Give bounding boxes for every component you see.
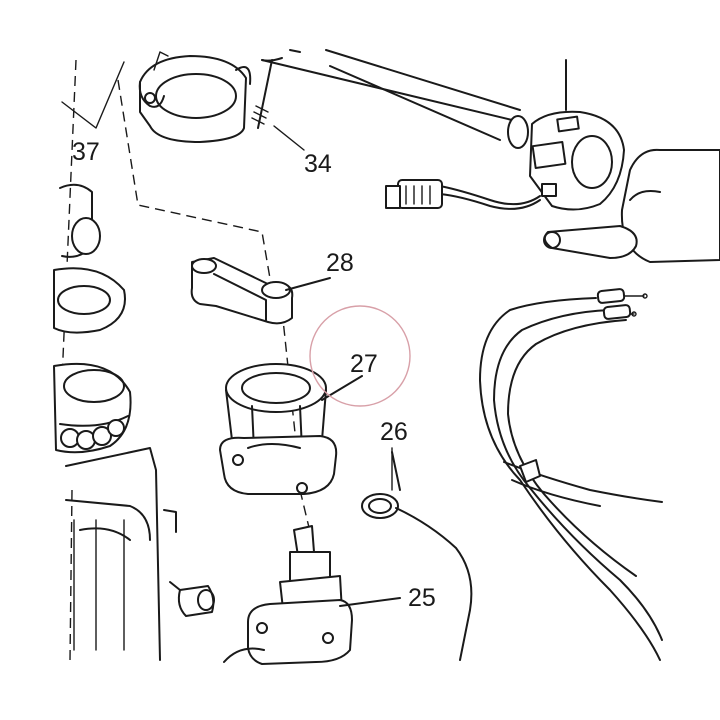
part-25-switch [223, 525, 401, 665]
callout-28: 28 [326, 249, 354, 277]
handlebar-clamp [138, 51, 252, 143]
part-28-bracket [190, 257, 331, 325]
handlebar-tube [261, 49, 529, 149]
pin-34 [251, 59, 273, 129]
callout-37: 37 [72, 138, 100, 166]
right-grip [543, 148, 720, 263]
part-26-oring [361, 451, 473, 661]
highlight-circle [309, 305, 411, 407]
switch-connector [385, 179, 541, 210]
callout-26: 26 [380, 418, 408, 446]
steering-stem-assembly [53, 183, 215, 661]
callout-34: 34 [304, 150, 332, 178]
switch-housing [529, 59, 625, 211]
leader-lines [61, 61, 393, 491]
callout-27: 27 [350, 350, 378, 378]
control-cables [479, 288, 663, 661]
callout-25: 25 [408, 584, 436, 612]
part-27-housing [219, 363, 363, 495]
